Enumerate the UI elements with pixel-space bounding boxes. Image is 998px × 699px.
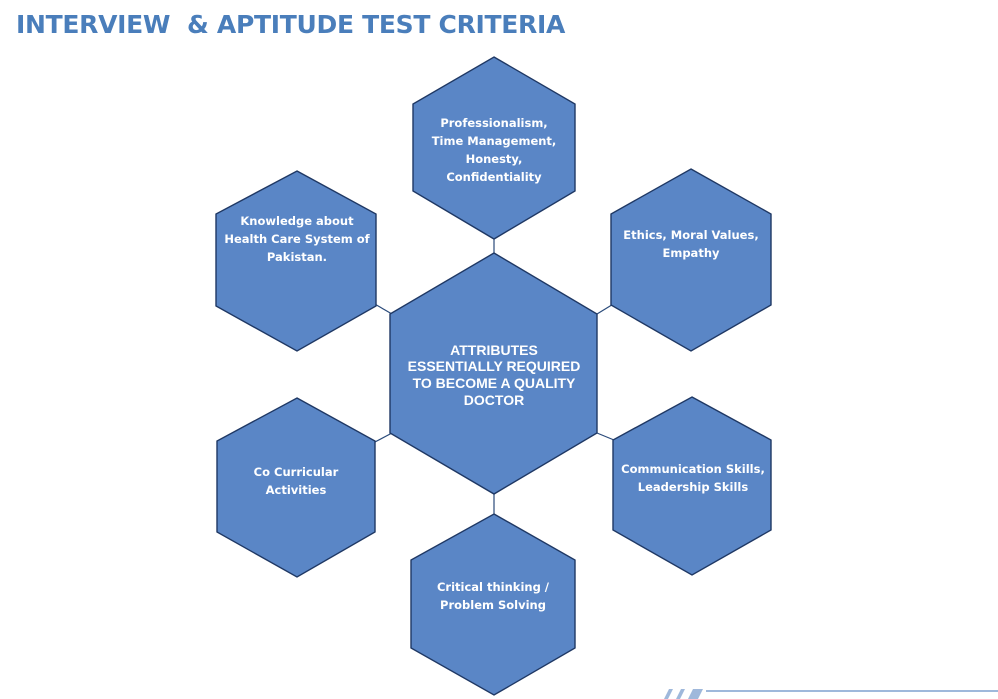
connector-lower-left bbox=[372, 432, 393, 444]
footer-decoration bbox=[664, 689, 998, 699]
hexagon-upper-right bbox=[610, 168, 772, 352]
hexagon-bottom-label: Critical thinking / Problem Solving bbox=[413, 570, 573, 624]
center-hexagon-label: ATTRIBUTES ESSENTIALLY REQUIRED TO BECOM… bbox=[392, 300, 596, 450]
upper-left-label-text: Knowledge about Health Care System of Pa… bbox=[224, 214, 370, 264]
top-label-text: Professionalism, Time Management, Honest… bbox=[431, 116, 557, 184]
center-hexagon bbox=[389, 252, 598, 495]
lower-right-label-text: Communication Skills, Leadership Skills bbox=[621, 462, 765, 494]
hexagon-bottom bbox=[410, 513, 576, 696]
lower-left-label-text: Co Curricular Activities bbox=[253, 465, 339, 497]
hexagon-upper-right-label: Ethics, Moral Values, Empathy bbox=[612, 215, 770, 275]
hexagon-upper-left-label: Knowledge about Health Care System of Pa… bbox=[218, 205, 376, 275]
upper-right-label-text: Ethics, Moral Values, Empathy bbox=[623, 228, 759, 260]
hexagon-upper-left bbox=[215, 170, 377, 352]
page-title: INTERVIEW & APTITUDE TEST CRITERIA bbox=[16, 10, 566, 39]
hexagon-lower-left bbox=[216, 397, 376, 578]
hexagon-lower-right-label: Communication Skills, Leadership Skills bbox=[612, 452, 774, 506]
hexagon-lower-left-label: Co Curricular Activities bbox=[218, 455, 374, 509]
hexagon-lower-right bbox=[612, 396, 772, 576]
hexagon-top bbox=[412, 56, 576, 240]
connector-lower-right bbox=[596, 432, 615, 441]
hexagon-top-label: Professionalism, Time Management, Honest… bbox=[416, 95, 572, 207]
center-label-text: ATTRIBUTES ESSENTIALLY REQUIRED TO BECOM… bbox=[407, 341, 581, 408]
bottom-label-text: Critical thinking / Problem Solving bbox=[436, 580, 550, 612]
